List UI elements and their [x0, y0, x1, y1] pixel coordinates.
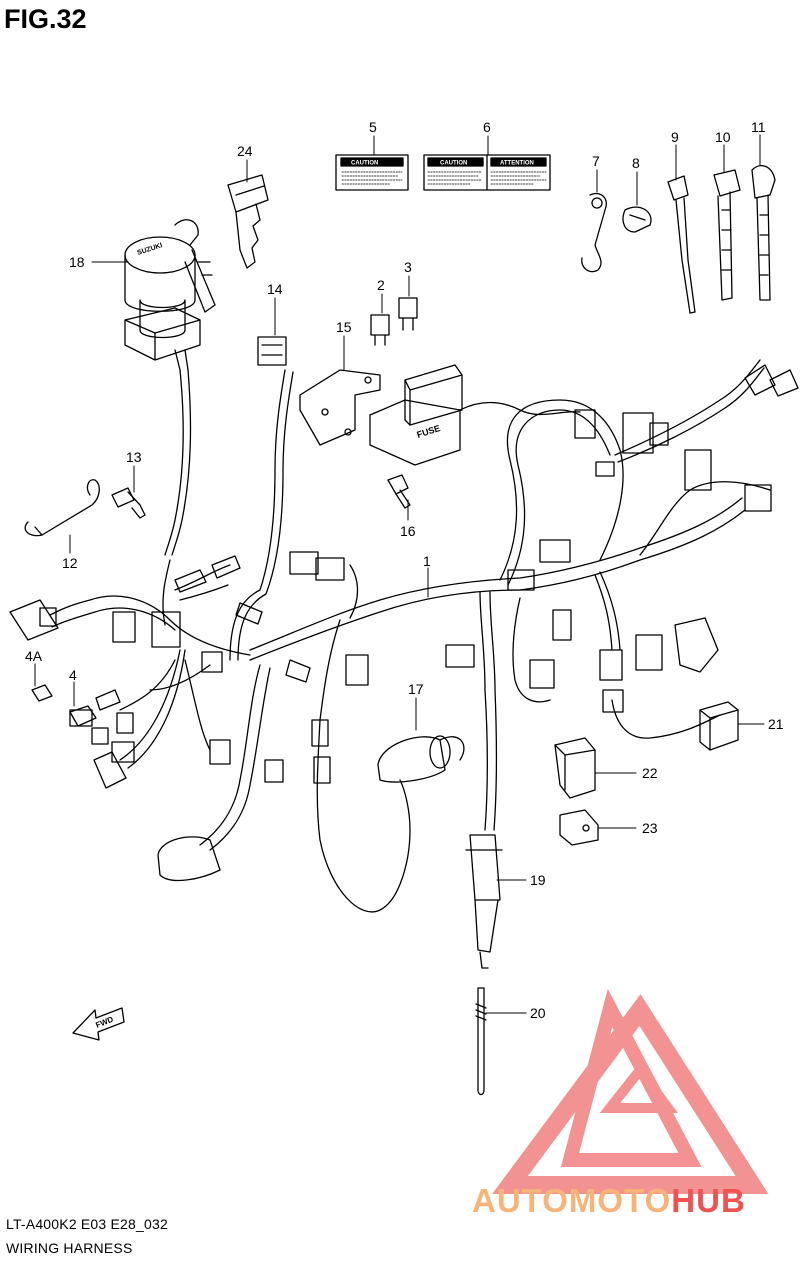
- callout-7: 7: [592, 153, 600, 169]
- callout-1: 1: [423, 553, 431, 569]
- ignition-brand-label: SUZUKI: [136, 242, 163, 257]
- fuse-box: [299, 364, 581, 466]
- cable-tie-10: [713, 169, 741, 301]
- callout-4: 4: [69, 667, 77, 683]
- harness-clamp-7: [581, 192, 607, 273]
- callout-21: 21: [768, 716, 784, 732]
- callout-12: 12: [62, 555, 78, 571]
- section-name: WIRING HARNESS: [6, 1240, 133, 1256]
- sensor-part-19: [465, 834, 503, 969]
- callout-15: 15: [336, 319, 352, 335]
- callout-13: 13: [126, 449, 142, 465]
- watermark-logo-icon: [492, 988, 769, 1194]
- connector-part-14: [257, 336, 287, 366]
- screw-part-16: [387, 474, 411, 509]
- model-code: LT-A400K2 E03 E28_032: [6, 1216, 168, 1232]
- callout-8: 8: [632, 155, 640, 171]
- relay-part-21: [699, 701, 739, 751]
- callout-numbers: 1 2 3 4 4A 5 6 7 8 9 10 11 12 13 14 15 1…: [25, 119, 784, 1021]
- callout-14: 14: [267, 281, 283, 297]
- callout-17: 17: [408, 681, 424, 697]
- lamp-socket: [377, 735, 465, 783]
- cable-tie-9: [667, 175, 696, 314]
- cable-tie-11: [751, 165, 776, 301]
- callout-22: 22: [642, 765, 658, 781]
- harness-clamp-8: [622, 206, 652, 233]
- ignition-switch: [124, 219, 216, 371]
- watermark-brand-part2: HUB: [671, 1182, 746, 1219]
- caution-decal: [335, 154, 409, 191]
- callout-10: 10: [715, 129, 731, 145]
- watermark-brand-part1: AUTOMOTO: [472, 1182, 672, 1219]
- callout-9: 9: [671, 129, 679, 145]
- wire-bracket: [24, 479, 100, 537]
- relay-holder: [554, 737, 596, 799]
- fuse-part-4: [69, 705, 97, 727]
- callout-16: 16: [400, 523, 416, 539]
- left-harness-branch: [49, 369, 294, 769]
- fuse-part-2: [370, 314, 390, 346]
- bracket-part-23: [559, 809, 599, 846]
- callout-2: 2: [377, 277, 385, 293]
- fuse-part-3: [398, 297, 418, 331]
- watermark-brand: AUTOMOTOHUB: [472, 1182, 746, 1220]
- callout-11: 11: [751, 119, 766, 135]
- callout-23: 23: [642, 820, 658, 836]
- harness-connectors: [9, 364, 799, 882]
- callout-4a: 4A: [25, 648, 43, 664]
- caution-attention-decal: [423, 154, 551, 191]
- caution-label-right: CAUTION: [440, 161, 467, 167]
- callout-20: 20: [530, 1005, 546, 1021]
- spring-part-20: [475, 987, 487, 1096]
- fwd-arrow-icon: [72, 1007, 125, 1041]
- callout-24: 24: [237, 143, 253, 159]
- ignition-key: [227, 174, 269, 269]
- caution-label-left: CAUTION: [351, 161, 378, 167]
- fuse-part-4a: [31, 684, 53, 702]
- leader-lines: [34, 134, 765, 1014]
- bolt-part-13: [111, 487, 146, 519]
- callout-18: 18: [69, 254, 85, 270]
- callout-5: 5: [369, 119, 377, 135]
- attention-label: ATTENTION: [500, 161, 534, 167]
- fuse-box-label: FUSE: [416, 423, 442, 440]
- callout-6: 6: [483, 119, 491, 135]
- callout-19: 19: [530, 872, 546, 888]
- figure-title: FIG.32: [4, 4, 87, 34]
- callout-3: 3: [404, 259, 412, 275]
